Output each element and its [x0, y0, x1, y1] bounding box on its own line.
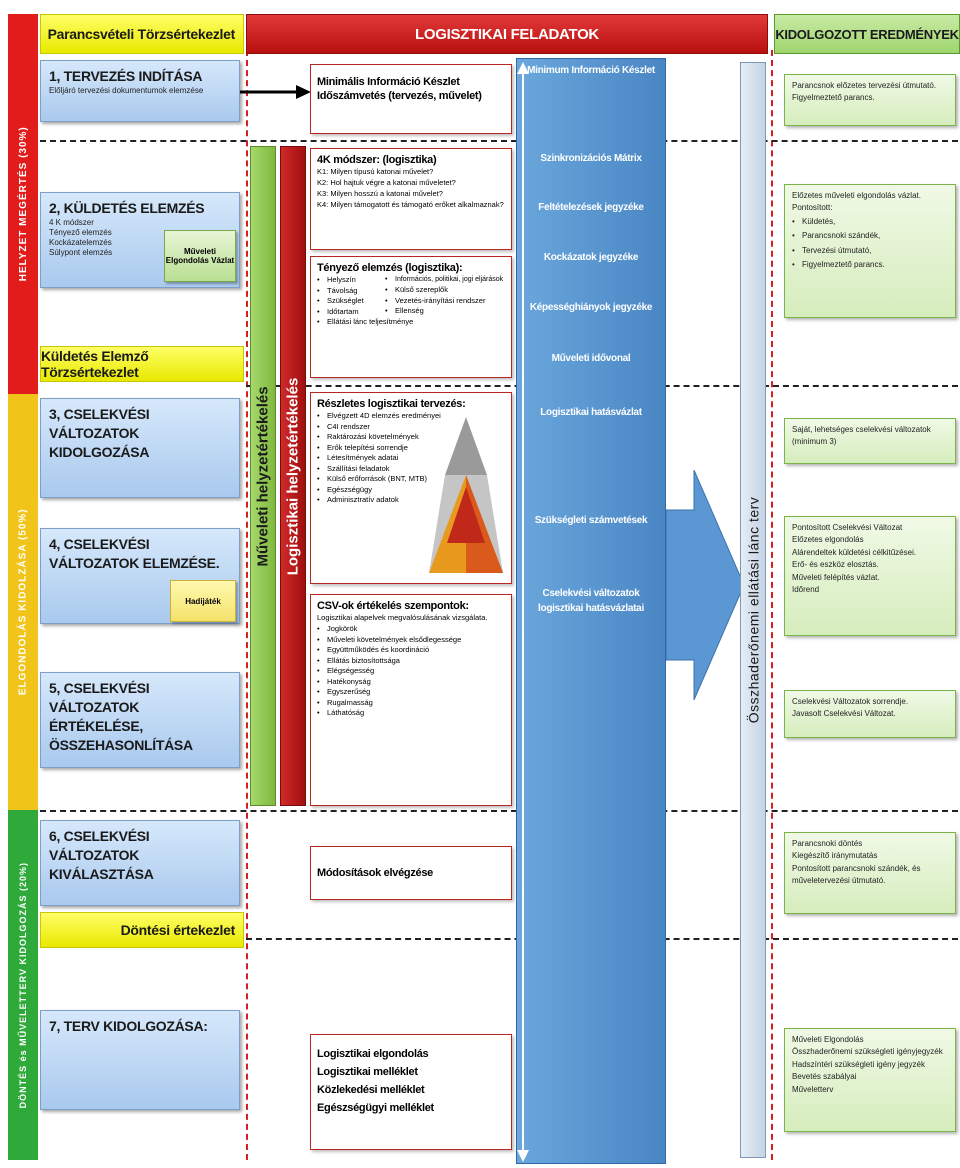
- phase-helyzet-megertes: HELYZET MEGÉRTÉS (30%): [8, 14, 38, 394]
- result-6: Parancsnoki döntés Kiegészítő iránymutat…: [784, 832, 956, 914]
- note-muveleti-elgondolas: Műveleti Elgondolás Vázlat: [164, 230, 236, 282]
- result-5: Cselekvési Változatok sorrendje. Javasol…: [784, 690, 956, 738]
- result-1: Parancsnok előzetes tervezési útmutató. …: [784, 74, 956, 126]
- blue-item-0: Minimum Információ Készlet: [527, 65, 655, 76]
- blue-item-8: Cselekvési változatok logisztikai hatásv…: [538, 588, 644, 614]
- result-4: Pontosított Cselekvési Változat Előzetes…: [784, 516, 956, 636]
- box-terv-mellekletek: Logisztikai elgondolás Logisztikai mellé…: [310, 1034, 512, 1150]
- header-kidolgozott-eredmenyek: KIDOLGOZOTT EREDMÉNYEK: [774, 14, 960, 54]
- bar-osszhaderonemi-terv: Összhaderőnemi ellátási lánc terv: [740, 62, 766, 1158]
- step-5: 5, CSELEKVÉSI VÁLTOZATOK ÉRTÉKELÉSE, ÖSS…: [40, 672, 240, 768]
- header-logisztikai-feladatok: LOGISZTIKAI FELADATOK: [246, 14, 768, 54]
- step-6: 6, CSELEKVÉSI VÁLTOZATOK KIVÁLASZTÁSA: [40, 820, 240, 906]
- blue-column: Minimum Információ Készlet Szinkronizáci…: [516, 58, 666, 1164]
- meeting-dontesi: Döntési értekezlet: [40, 912, 244, 948]
- box-4k-modszer: 4K módszer: (logisztika) K1: Milyen típu…: [310, 148, 512, 250]
- separator-left: [246, 50, 248, 1160]
- pyramid-icon: [429, 417, 503, 573]
- blue-item-7: Szükségleti számvetések: [534, 515, 648, 526]
- blue-item-6: Logisztikai hatásvázlat: [540, 407, 642, 418]
- step-7: 7, TERV KIDOLGOZÁSA:: [40, 1010, 240, 1110]
- note-hadijatek: Hadijáték: [170, 580, 236, 622]
- phase-divider-1: [40, 140, 958, 142]
- blue-item-1: Szinkronizációs Mátrix: [540, 153, 642, 164]
- bar-muveleti-helyzetertekeles: Műveleti helyzetértékelés: [250, 146, 276, 806]
- phase-divider-3: [40, 810, 958, 812]
- double-arrow-icon: [517, 62, 529, 1162]
- blue-item-4: Képességhiányok jegyzéke: [529, 302, 653, 313]
- meeting-kuldetes-elemzo: Küldetés Elemző Törzsértekezlet: [40, 346, 244, 382]
- result-3: Saját, lehetséges cselekvési változatok …: [784, 418, 956, 464]
- bar-logisztikai-helyzetertekeles: Logisztikai helyzetértékelés: [280, 146, 306, 806]
- phase-dontes: DÖNTÉS és MŰVELETTERV KIDOLGOZÁS (20%): [8, 810, 38, 1160]
- box-tenyezo-elemzes: Tényező elemzés (logisztika): Helyszín T…: [310, 256, 512, 378]
- step-1: 1, TERVEZÉS INDÍTÁSA Előljáró tervezési …: [40, 60, 240, 122]
- meeting-parancsveteli: Parancsvételi Törzsértekezlet: [40, 14, 244, 54]
- arrow-right-icon: [240, 85, 311, 99]
- box-modositasok: Módosítások elvégzése: [310, 846, 512, 900]
- blue-item-5: Műveleti idővonal: [551, 353, 631, 364]
- step-4: 4, CSELEKVÉSI VÁLTOZATOK ELEMZÉSE.: [40, 528, 240, 624]
- blue-item-3: Kockázatok jegyzéke: [543, 252, 639, 263]
- blue-item-2: Feltételezések jegyzéke: [538, 202, 644, 213]
- step-3: 3, CSELEKVÉSI VÁLTOZATOK KIDOLGOZÁSA: [40, 398, 240, 498]
- box-reszletes-tervezes: Részletes logisztikai tervezés: Elvégzet…: [310, 392, 512, 584]
- big-arrow-icon: [666, 470, 745, 700]
- result-2: Előzetes műveleti elgondolás vázlat. Pon…: [784, 184, 956, 318]
- phase-elgondolas: ELGONDOLÁS KIDOLZÁSA (50%): [8, 394, 38, 810]
- separator-right: [771, 50, 773, 1160]
- result-7: Műveleti Elgondolás Összhaderőnemi szüks…: [784, 1028, 956, 1132]
- box-minimalis-informacio: Minimális Információ Készlet Időszámveté…: [310, 64, 512, 134]
- box-csv-ertekeles: CSV-ok értékelés szempontok: Logisztikai…: [310, 594, 512, 806]
